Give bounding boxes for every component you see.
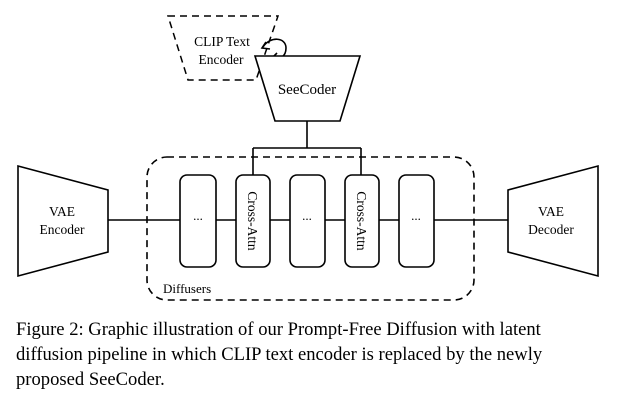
diffusion-block-1: Cross-Attn bbox=[235, 174, 271, 268]
diffusers-region bbox=[146, 156, 475, 301]
pipeline-diagram: CLIP Text Encoder SeeCoder Diffusers VAE… bbox=[17, 15, 599, 301]
diffusion-block-4: ... bbox=[398, 174, 435, 268]
cross-attn-block-label: Cross-Attn bbox=[245, 191, 260, 251]
diffusion-block-2: ... bbox=[289, 174, 326, 268]
diffusion-block-0: ... bbox=[179, 174, 217, 268]
unet-block-label: ... bbox=[193, 208, 203, 223]
cross-attn-block-box bbox=[235, 174, 271, 268]
seecoder-connection-lines bbox=[252, 121, 362, 175]
unet-block-box bbox=[179, 174, 217, 268]
cross-attn-block-label: Cross-Attn bbox=[354, 191, 369, 251]
cross-attn-block-box bbox=[344, 174, 380, 268]
clip-text-encoder-label-line1: CLIP Text bbox=[194, 34, 250, 49]
clip-text-encoder-label-line2: Encoder bbox=[199, 52, 244, 67]
unet-block-label: ... bbox=[302, 208, 312, 223]
unet-block-box bbox=[398, 174, 435, 268]
unet-block-label: ... bbox=[411, 208, 421, 223]
figure-caption: Figure 2: Graphic illustration of our Pr… bbox=[16, 319, 543, 390]
diffusion-block-3: Cross-Attn bbox=[344, 174, 380, 268]
vae-decoder-label-line2: Decoder bbox=[528, 222, 574, 237]
seecoder-box bbox=[253, 55, 362, 122]
vae-encoder-label-line1: VAE bbox=[49, 204, 75, 219]
vae-decoder-label-line1: VAE bbox=[538, 204, 564, 219]
vae-decoder-box bbox=[507, 164, 599, 278]
clip-text-encoder-box bbox=[166, 15, 280, 81]
vae-encoder-label-line2: Encoder bbox=[40, 222, 85, 237]
diffusers-label: Diffusers bbox=[163, 281, 211, 296]
unet-block-box bbox=[289, 174, 326, 268]
vae-encoder-box bbox=[17, 164, 109, 278]
seecoder-label: SeeCoder bbox=[278, 82, 336, 98]
